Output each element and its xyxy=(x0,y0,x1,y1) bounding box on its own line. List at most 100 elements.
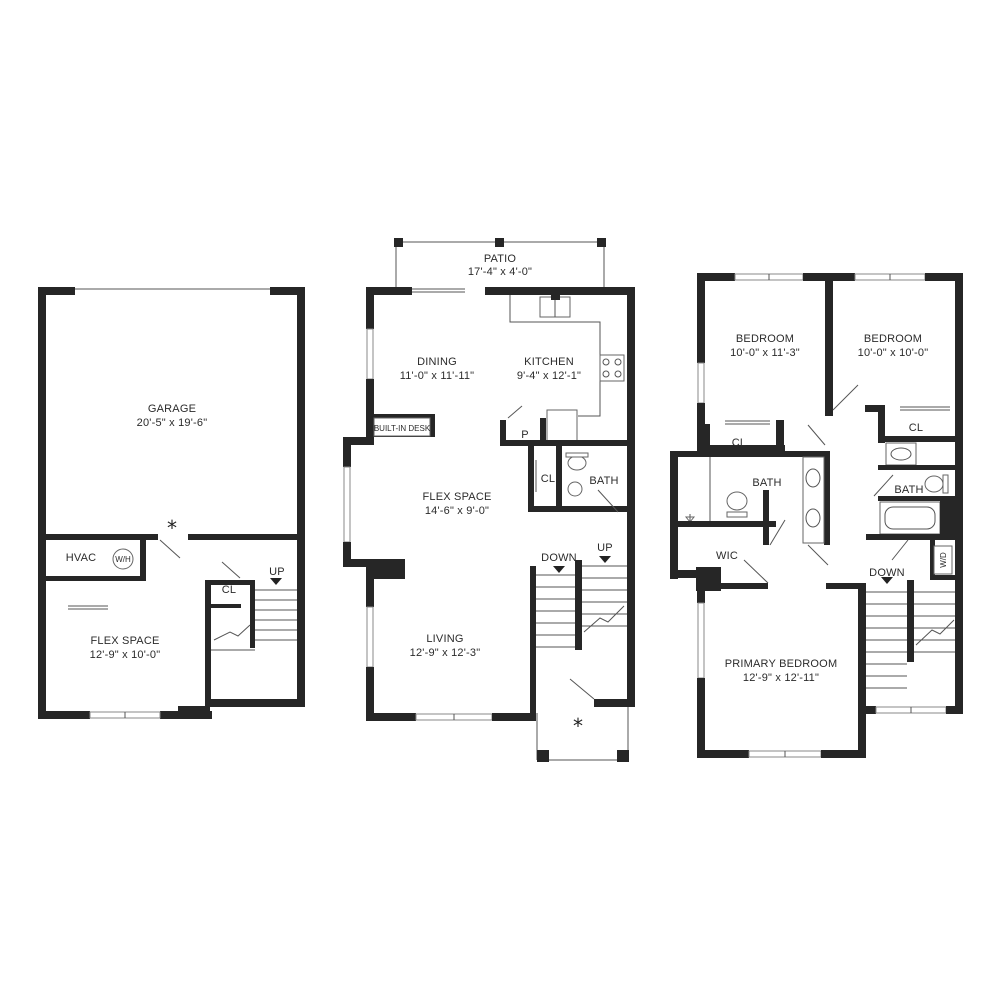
post xyxy=(617,750,629,762)
vanity xyxy=(802,456,825,544)
window xyxy=(697,362,705,404)
wall xyxy=(500,440,628,446)
wall xyxy=(297,287,305,707)
wall xyxy=(697,583,705,603)
closet-label: CL xyxy=(541,473,555,485)
dining-dims: 11'-0" x 11'-11" xyxy=(400,370,475,382)
sink-icon xyxy=(805,468,821,488)
stairs-down-label: DOWN xyxy=(541,552,577,564)
wall xyxy=(670,451,678,579)
stairs xyxy=(211,589,297,651)
door-swing xyxy=(807,424,826,446)
bath-label: BATH xyxy=(589,475,618,487)
wall xyxy=(825,281,833,416)
wall xyxy=(866,534,963,540)
door-swing xyxy=(807,544,829,566)
door-swing xyxy=(832,384,859,411)
wall xyxy=(865,405,885,412)
primary-bedroom-name: PRIMARY BEDROOM xyxy=(725,658,838,670)
water-heater-label: W/H xyxy=(115,555,131,564)
wall xyxy=(697,750,749,758)
wall xyxy=(878,465,955,470)
sink-icon xyxy=(567,481,583,497)
wall xyxy=(946,706,963,714)
living-dims: 12'-9" x 12'-3" xyxy=(410,647,481,659)
wall xyxy=(866,706,876,714)
wall xyxy=(925,273,963,281)
patio-dims: 17'-4" x 4'-0" xyxy=(468,266,532,278)
wall xyxy=(343,437,374,445)
window xyxy=(697,602,705,679)
wall xyxy=(878,496,955,501)
wall xyxy=(485,287,635,295)
wall xyxy=(697,273,705,363)
entry-marker: * xyxy=(167,516,177,540)
wall xyxy=(270,287,305,295)
door-swing xyxy=(597,489,619,513)
washer-dryer-label: W/D xyxy=(939,552,948,568)
stairs-up-label: UP xyxy=(597,542,613,554)
toilet-icon xyxy=(567,455,587,471)
wall xyxy=(763,490,769,545)
wall xyxy=(366,667,374,721)
wall xyxy=(211,604,241,608)
wall xyxy=(670,570,720,578)
arrow-down-icon xyxy=(553,566,565,573)
wall xyxy=(366,287,412,295)
kitchen-counter xyxy=(509,295,625,443)
post xyxy=(597,238,606,247)
bedroom-1-name: BEDROOM xyxy=(736,333,794,345)
flex-space-dims: 12'-9" x 10'-0" xyxy=(90,649,161,661)
door-swing xyxy=(873,474,894,497)
closet-2-label: CL xyxy=(909,422,923,434)
stairs-up-label: UP xyxy=(269,566,285,578)
pantry-label: P xyxy=(521,429,529,441)
upper-floor: W/D xyxy=(670,273,963,758)
stairs xyxy=(536,565,627,648)
water-heater-icon xyxy=(112,548,134,570)
post xyxy=(537,750,549,762)
bedroom-2-dims: 10'-0" x 10'-0" xyxy=(858,347,929,359)
refrigerator-icon xyxy=(546,409,578,443)
wall xyxy=(366,567,374,607)
lower-floor: W/H GARAGE 20'-5" x 19'-6" HVAC FLEX SPA… xyxy=(38,287,305,719)
kitchen-dims: 9'-4" x 12'-1" xyxy=(517,370,581,382)
wall xyxy=(803,273,855,281)
wall xyxy=(594,699,635,707)
bedroom-2-name: BEDROOM xyxy=(864,333,922,345)
built-in-desk xyxy=(373,417,431,437)
garage-name: GARAGE xyxy=(148,403,196,415)
wall xyxy=(826,583,866,589)
door-swing xyxy=(569,678,595,700)
wall xyxy=(343,542,351,567)
wall xyxy=(697,678,705,758)
wall xyxy=(697,273,735,281)
closet-1-label: CL xyxy=(732,437,746,449)
wall xyxy=(776,420,784,451)
wall xyxy=(821,750,866,758)
wall xyxy=(540,418,546,446)
door-swing xyxy=(769,519,786,546)
wall xyxy=(500,420,506,446)
patio-name: PATIO xyxy=(484,253,517,265)
wall xyxy=(528,446,534,512)
wall xyxy=(878,436,963,442)
wall xyxy=(930,540,935,580)
sink-icon xyxy=(805,508,821,528)
wall xyxy=(575,560,582,650)
wall xyxy=(38,287,75,295)
post xyxy=(495,238,504,247)
wall xyxy=(140,540,146,581)
bath-2-label: BATH xyxy=(894,484,923,496)
wall xyxy=(205,580,255,585)
wall xyxy=(528,506,628,512)
flex-space-name: FLEX SPACE xyxy=(422,491,491,503)
arrow-down-icon xyxy=(599,556,611,563)
closet-label: CL xyxy=(222,584,236,596)
wall xyxy=(955,273,963,713)
window xyxy=(366,328,374,380)
wall xyxy=(705,424,710,445)
range-icon xyxy=(599,354,625,382)
wall xyxy=(697,445,785,451)
